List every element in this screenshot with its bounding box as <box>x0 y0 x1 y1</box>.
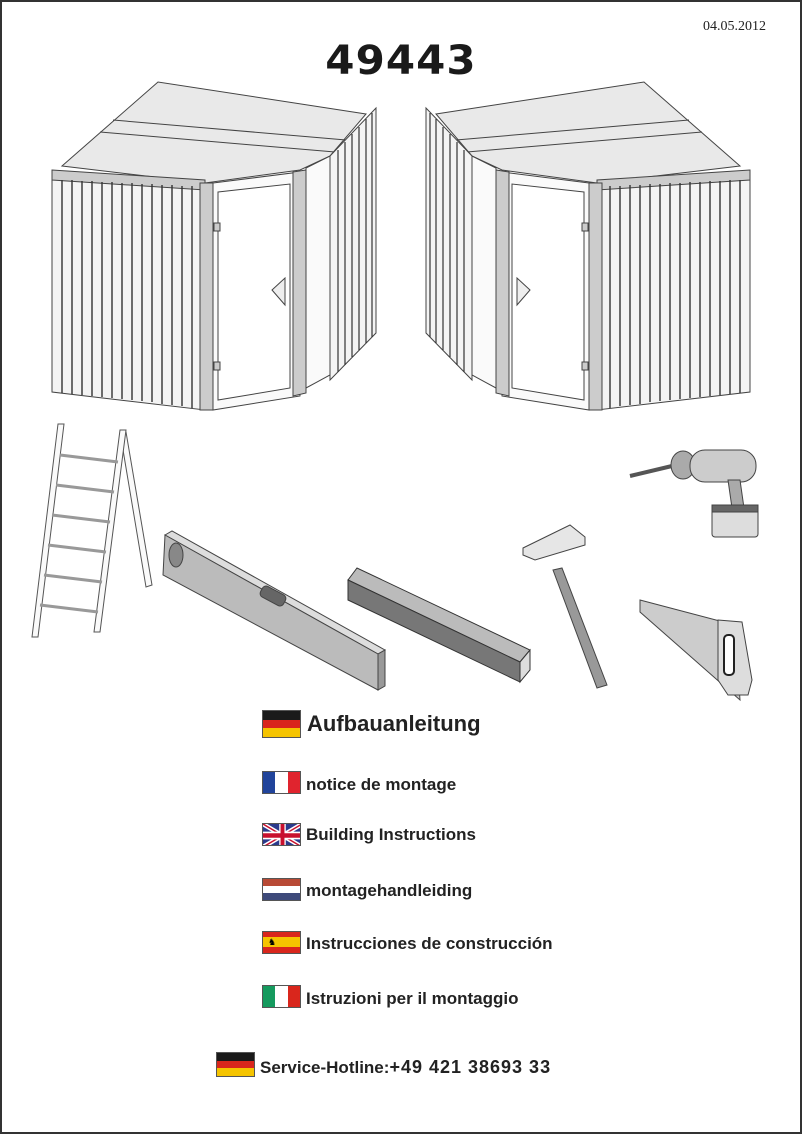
language-item-french: notice de montage <box>262 769 456 795</box>
hotline-label: Service-Hotline: <box>260 1057 390 1077</box>
language-label: montagehandleiding <box>306 881 473 900</box>
language-label: Building Instructions <box>306 824 476 844</box>
uk-flag-icon <box>262 823 301 846</box>
saw-icon <box>639 599 753 702</box>
ladder-icon <box>31 423 153 638</box>
language-item-italian: Istruzioni per il montaggio <box>262 984 519 1009</box>
language-label: Istruzioni per il montaggio <box>306 989 519 1008</box>
hotline-number: +49 421 38693 33 <box>389 1057 552 1077</box>
shed-right-illustration <box>425 81 751 411</box>
language-item-dutch: montagehandleiding <box>262 877 472 901</box>
italy-flag-icon <box>262 985 301 1008</box>
france-flag-icon <box>262 770 301 794</box>
language-label: notice de montage <box>306 775 457 794</box>
drill-icon <box>629 449 759 538</box>
language-label: Instrucciones de construcción <box>306 934 553 953</box>
language-label: Aufbauanleitung <box>307 711 481 736</box>
hammer-icon <box>522 524 608 689</box>
service-hotline: Service-Hotline: +49 421 38693 33 <box>216 1051 551 1078</box>
language-item-german: Aufbauanleitung <box>262 710 481 738</box>
document-date: 04.05.2012 <box>703 19 766 34</box>
language-item-english: Building Instructions <box>262 823 476 846</box>
spirit-level-icon <box>162 530 387 691</box>
netherlands-flag-icon <box>262 877 301 901</box>
language-item-spanish: ♞ Instrucciones de construcción <box>262 930 553 954</box>
spain-flag-icon: ♞ <box>262 930 301 954</box>
shed-left-illustration <box>51 81 377 411</box>
model-number: 49443 <box>325 38 477 84</box>
folding-ruler-icon <box>347 567 531 684</box>
germany-flag-icon <box>216 1052 255 1077</box>
germany-flag-icon <box>262 710 301 738</box>
